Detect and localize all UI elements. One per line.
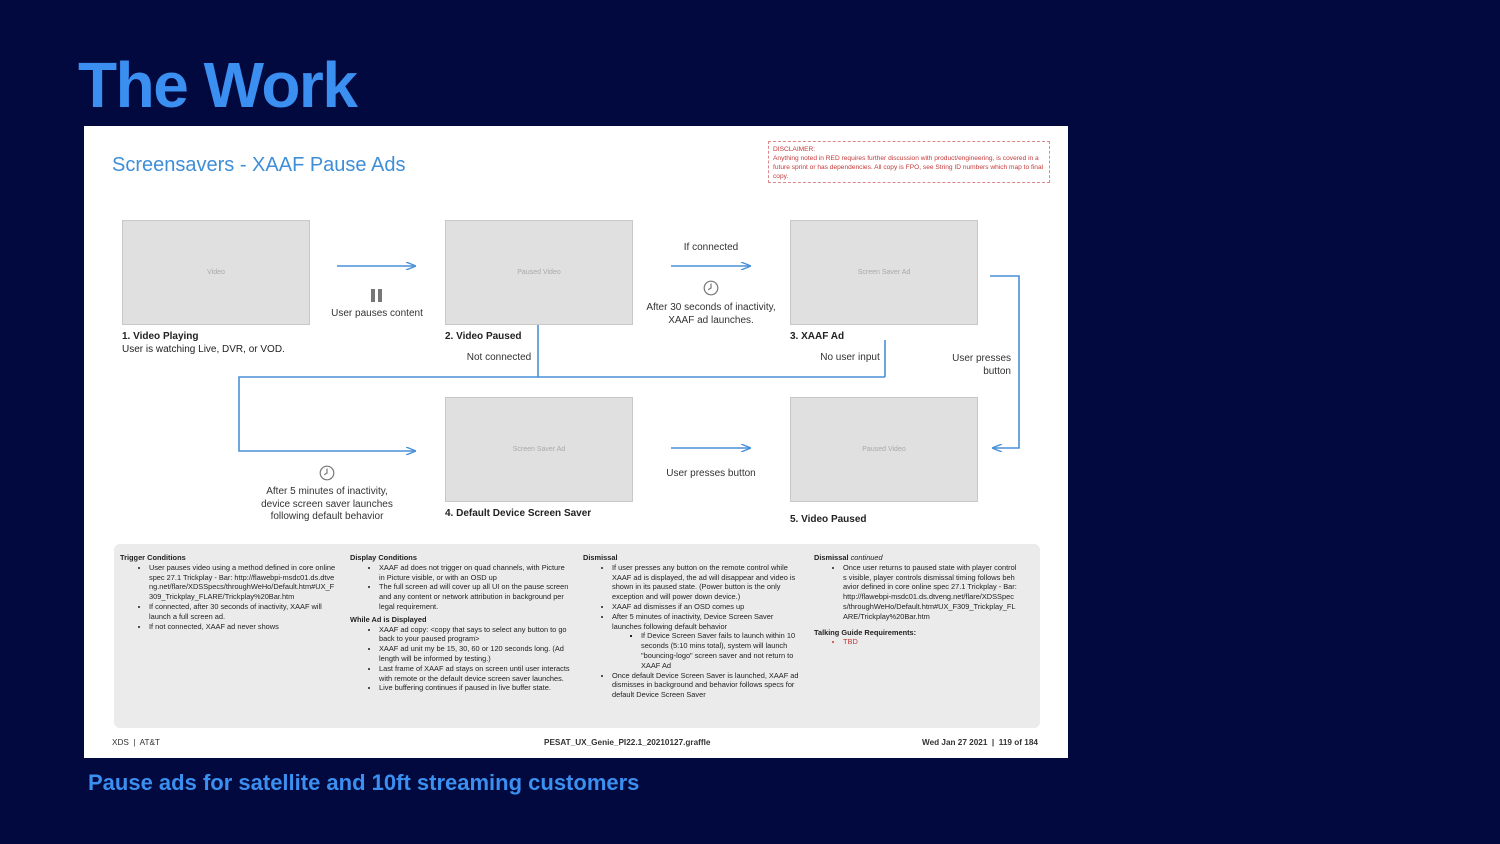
- caption-user-presses-button: User presses button: [666, 468, 756, 479]
- slide-subtitle: Pause ads for satellite and 10ft streami…: [88, 770, 640, 795]
- screen-xaaf-ad: Screen Saver Ad: [790, 220, 978, 325]
- board-title: Screensavers - XAAF Pause Ads: [112, 154, 406, 176]
- disclaimer-text: Anything noted in RED requires further d…: [773, 155, 1044, 180]
- notes-dismissal-continued: Dismissal continued Once user returns to…: [814, 553, 1018, 647]
- disclaimer-box: DISCLAIMER: Anything noted in RED requir…: [768, 141, 1050, 183]
- label-xaaf-ad: 3. XAAF Ad: [790, 331, 845, 342]
- notes-panel: Trigger Conditions User pauses video usi…: [114, 544, 1040, 728]
- label-video-playing: 1. Video Playing User is watching Live, …: [122, 331, 285, 355]
- arrow-to-4: [238, 324, 539, 451]
- caption-no-user-input: No user input: [820, 352, 880, 363]
- caption-after-5-minutes: After 5 minutes of inactivity, device sc…: [261, 486, 393, 522]
- label-video-paused-2: 5. Video Paused: [790, 514, 867, 525]
- footer-date-page: Wed Jan 27 2021 | 119 of 184: [922, 738, 1038, 747]
- caption-not-connected: Not connected: [466, 352, 532, 363]
- label-default-screen-saver: 4. Default Device Screen Saver: [445, 508, 592, 519]
- pause-icon: [371, 289, 382, 302]
- screen-video-playing: Video: [122, 220, 310, 325]
- caption-user-presses-button-right: User presses button: [952, 353, 1011, 377]
- flow-diagram-board: Screensavers - XAAF Pause Ads DISCLAIMER…: [84, 126, 1068, 758]
- arrow-3-to-5: [990, 275, 1020, 448]
- screen-default-screen-saver: Screen Saver Ad: [445, 397, 633, 502]
- caption-after-30-seconds: After 30 seconds of inactivity, XAAF ad …: [646, 302, 776, 326]
- notes-display-conditions: Display Conditions XAAF ad does not trig…: [350, 553, 572, 693]
- caption-user-pauses: User pauses content: [331, 308, 423, 319]
- clock-icon: [703, 280, 719, 296]
- flow-connectors: [238, 126, 1020, 758]
- screen-video-paused: Paused Video: [445, 220, 633, 325]
- disclaimer-heading: DISCLAIMER:: [773, 146, 816, 153]
- label-video-paused: 2. Video Paused: [445, 331, 522, 342]
- footer-filename: PESAT_UX_Genie_PI22.1_20210127.graffle: [544, 738, 711, 747]
- clock-icon-2: [319, 465, 335, 481]
- screen-video-paused-2: Paused Video: [790, 397, 978, 502]
- notes-trigger-conditions: Trigger Conditions User pauses video usi…: [120, 553, 338, 631]
- slide-title: The Work: [78, 49, 358, 121]
- notes-dismissal: Dismissal If user presses any button on …: [583, 553, 803, 700]
- caption-if-connected: If connected: [683, 242, 739, 253]
- footer-left: XDS | AT&T: [112, 738, 160, 747]
